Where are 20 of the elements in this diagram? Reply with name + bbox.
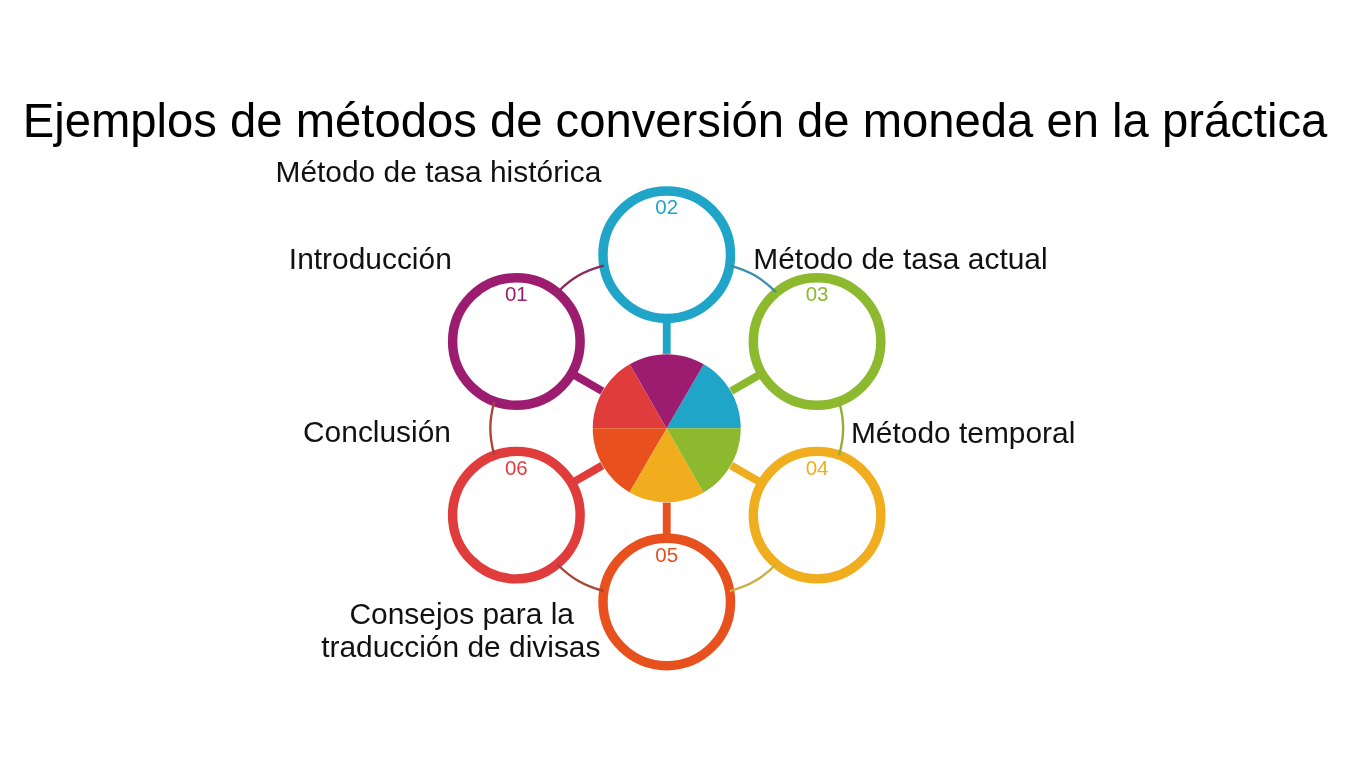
connector: [838, 401, 845, 456]
connector: [570, 462, 605, 487]
node-circle: 06: [447, 446, 585, 584]
node-label: Método de tasa histórica: [275, 154, 602, 188]
node-label: Consejos para la traducción de divisas: [321, 596, 601, 663]
node-circle: 03: [748, 273, 886, 410]
node-label: Conclusión: [303, 415, 451, 449]
node-label: Método de tasa actual: [753, 241, 1048, 275]
connector: [662, 319, 671, 354]
diagram-title: Ejemplos de métodos de conversión de moneda en la práctica: [22, 94, 1328, 148]
node-circle: 04: [748, 446, 886, 584]
connector: [729, 264, 777, 294]
connector: [729, 563, 777, 593]
connector: [556, 264, 605, 294]
node-circle: 01: [447, 273, 585, 410]
connector: [489, 401, 496, 456]
connector: [570, 370, 605, 395]
connector: [556, 563, 604, 593]
node-circle: 02: [598, 186, 736, 324]
node-label: Introducción: [288, 241, 452, 275]
